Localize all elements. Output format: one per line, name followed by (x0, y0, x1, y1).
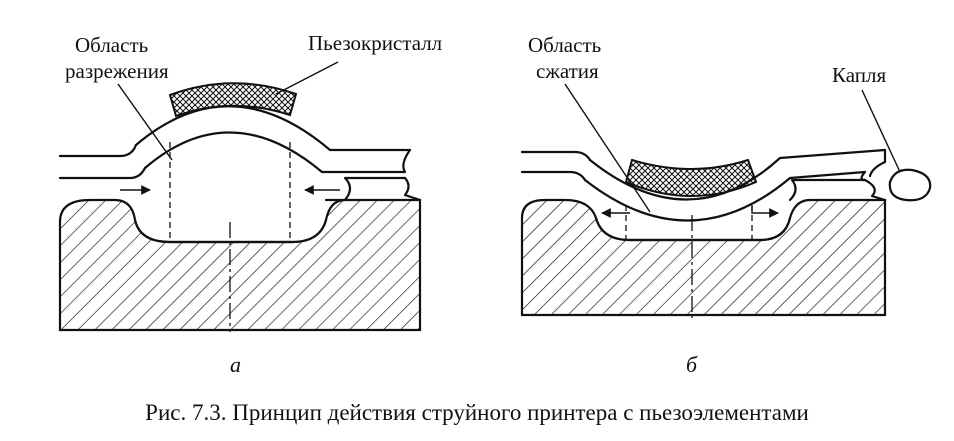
panel-b-inlet-upper (520, 150, 592, 162)
panel-b-nozzle-top (868, 148, 887, 178)
panel-b-leader-drop (861, 89, 901, 173)
panel-a-piezo-crystal (168, 82, 298, 118)
panel-a-chamber-floor (133, 218, 328, 244)
panel-b-piezo-crystal (624, 158, 758, 197)
panel-b-droplet (888, 168, 932, 202)
panel-b-right-channel (788, 178, 867, 202)
panel-a-label-rarefaction-1: Область (75, 33, 148, 57)
panel-b-membrane-outer (588, 148, 887, 201)
panel-b: Область сжатия Капля б (520, 33, 932, 377)
panel-a-leader-rarefaction (117, 83, 173, 161)
panel-b-base (520, 198, 887, 317)
panel-b-inlet-lower (520, 170, 587, 182)
figure-caption: Рис. 7.3. Принцип действия струйного при… (145, 400, 809, 425)
panel-b-sublabel: б (686, 352, 698, 377)
panel-a-nozzle-lip (403, 176, 422, 202)
panel-b-chamber-floor (594, 216, 792, 242)
panel-b-leader-compression (564, 83, 651, 213)
panel-a-leader-piezo (275, 61, 339, 95)
panel-a-label-rarefaction-2: разрежения (65, 59, 169, 83)
panel-b-membrane-inner (583, 170, 867, 222)
panel-a-label-piezo: Пьезокристалл (308, 31, 442, 55)
panel-a-nozzle (398, 148, 412, 174)
panel-a-base (58, 198, 422, 332)
panel-a-inlet-lower (58, 166, 147, 180)
panel-b-label-drop: Капля (832, 63, 886, 87)
panel-b-arrow-right (751, 206, 779, 218)
panel-a-right-channel (324, 176, 407, 202)
panel-a-inlet-upper (58, 143, 138, 158)
panel-b-label-compression-2: сжатия (536, 59, 599, 83)
panel-b-label-compression-1: Область (528, 33, 601, 57)
panel-a: Область разрежения Пьезокристалл а (58, 31, 442, 377)
panel-a-sublabel: а (230, 352, 241, 377)
panel-b-nozzle-lip (863, 178, 887, 202)
panel-a-membrane-inner (143, 131, 402, 174)
